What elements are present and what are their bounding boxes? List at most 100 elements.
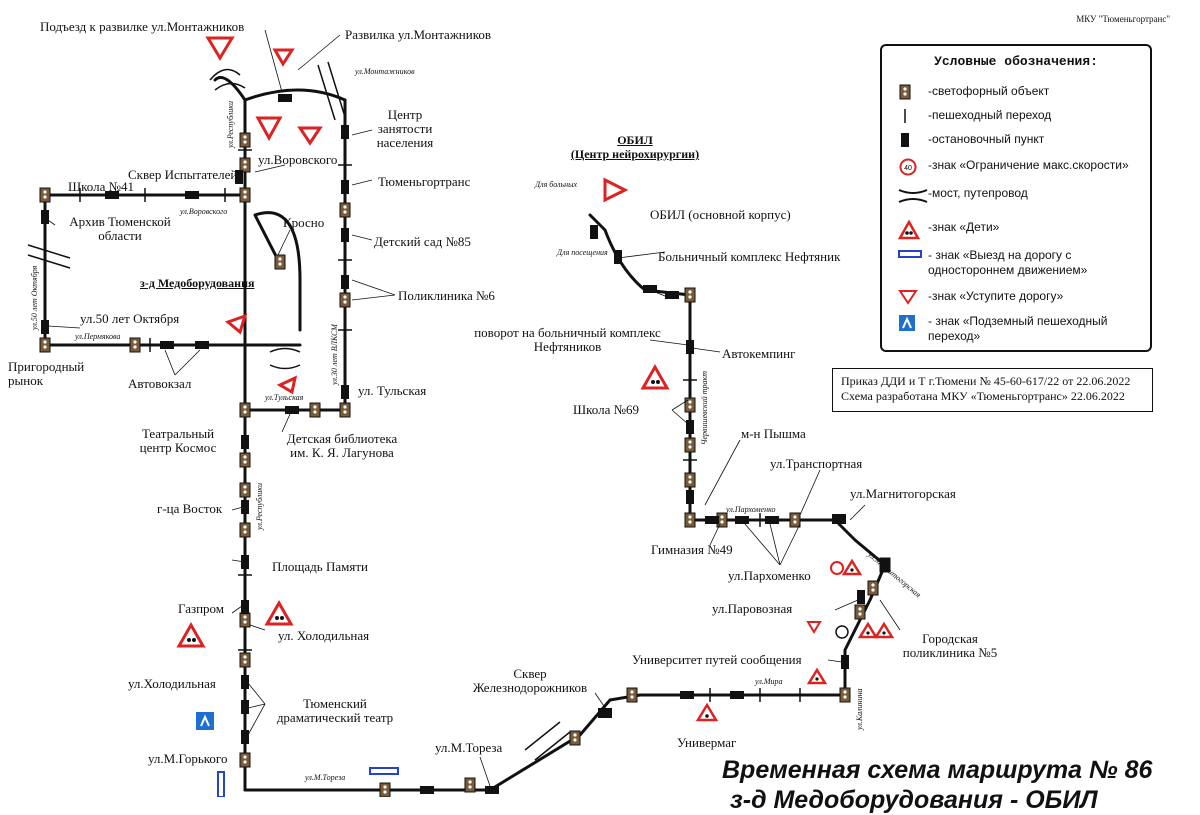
page-title: Временная схема маршрута № 86 (722, 756, 1153, 784)
bus-stop-icon (686, 490, 694, 504)
give-way-sign-icon (898, 290, 918, 305)
label-toreza: ул.М.Тореза (435, 740, 503, 755)
label-podezd: Подъезд к развилке ул.Монтажников (40, 19, 245, 34)
bus-stop-icon (185, 191, 199, 199)
traffic-light-icon (309, 402, 321, 418)
legend-row: -мост, путепровод (898, 186, 1028, 208)
bridge-icon (209, 68, 246, 91)
svg-text:40: 40 (904, 165, 912, 172)
bus-stop-icon (841, 655, 849, 669)
traffic-light-icon (39, 187, 51, 203)
label-poliklinika6: Поликлиника №6 (398, 288, 495, 303)
children-sign-icon (806, 667, 828, 685)
traffic-light-icon (129, 337, 141, 353)
traffic-light-icon (239, 522, 251, 538)
traffic-light-icon (684, 512, 696, 528)
street-respubliki-2: ул.Республики (255, 482, 264, 530)
traffic-light-icon (839, 687, 851, 703)
give-way-sign-icon (276, 375, 298, 395)
bus-stop-icon (598, 708, 612, 718)
give-way-sign-icon (255, 116, 283, 142)
bus-stop-icon (285, 406, 299, 414)
bus-stop-icon (832, 514, 846, 524)
legend-row: 40 -знак «Ограничение макс.скорости» (898, 158, 1129, 180)
bus-stop-icon (195, 341, 209, 349)
road-toreza-mira (243, 693, 847, 792)
label-dlya-bol: Для больных (535, 180, 578, 189)
label-ploshad: Площадь Памяти (272, 559, 368, 574)
label-holodilnaya-2: ул.Холодильная (128, 676, 216, 691)
traffic-light-icon (339, 402, 351, 418)
street-vlksm: ул.30 лет ВЛКСМ (330, 324, 339, 385)
give-way-sign-icon (225, 313, 248, 335)
one-way-exit-sign-icon (369, 767, 399, 775)
one-way-signs (217, 767, 399, 797)
label-detsad: Детский сад №85 (374, 234, 471, 249)
label-gimnaziya: Гимназия №49 (651, 542, 733, 557)
legend-title: Условные обозначения: (934, 54, 1098, 69)
bus-stop-icon (735, 516, 749, 524)
traffic-light-icon (239, 612, 251, 628)
label-razvilka: Развилка ул.Монтажников (345, 27, 492, 42)
give-way-sign-icon (603, 177, 629, 203)
give-way-sign-icon (297, 126, 323, 146)
traffic-light-icon (684, 472, 696, 488)
traffic-light-icon (569, 730, 581, 746)
agency-label: МКУ "Тюменьгортранс" (1076, 14, 1170, 24)
traffic-light-icon (239, 132, 251, 148)
bus-stop-icon (643, 285, 657, 293)
label-pyshma: м-н Пышма (741, 426, 806, 441)
bus-stop-icon (857, 590, 865, 604)
children-sign-icon (897, 219, 921, 240)
label-parovoznaya: ул.Паровозная (712, 601, 793, 616)
order-box: Приказ ДДИ и Т г.Тюмени № 45-60-617/22 о… (832, 368, 1153, 412)
bus-stop-icon (105, 191, 119, 199)
label-magnitogorskaya: ул.Магнитогорская (850, 486, 956, 501)
street-parhomenko: ул.Пархоменко (726, 505, 776, 514)
label-avtovokzal: Автовокзал (128, 376, 192, 391)
bus-stop-icon (241, 700, 249, 714)
street-montazhnikov: ул.Монтажников (355, 67, 415, 76)
traffic-light-icon (339, 202, 351, 218)
legend-row: -остановочный пункт (898, 132, 1044, 152)
street-respubliki: ул.Республики (226, 100, 235, 148)
bus-stop-icon (41, 320, 49, 334)
give-way-sign-icon (806, 621, 822, 634)
traffic-light-icon (239, 402, 251, 418)
bus-stop-icon (730, 691, 744, 699)
traffic-light-icon (239, 652, 251, 668)
one-way-exit-sign-icon (217, 771, 225, 797)
bridge-icon (898, 189, 928, 203)
give-way-sign-icon (272, 48, 295, 67)
order-line-1: Приказ ДДИ и Т г.Тюмени № 45-60-617/22 о… (841, 374, 1131, 388)
traffic-light-icon (899, 84, 911, 100)
label-vorovskogo: ул.Воровского (258, 152, 338, 167)
bus-stop-icon (241, 730, 249, 744)
legend-row: -знак «Уступите дорогу» (898, 289, 1063, 309)
label-holodilnaya-1: ул. Холодильная (278, 628, 370, 643)
underpass-sign-icon (196, 712, 214, 730)
street-mira: ул.Мира (755, 677, 783, 686)
bus-stop-icon (485, 786, 499, 794)
speed-limit-sign-icon: 40 (899, 158, 917, 176)
label-universitet: Университет путей сообщения (632, 652, 802, 667)
bus-stop-icon (235, 170, 243, 184)
road-podezd (213, 76, 247, 102)
bus-stop-icon (680, 691, 694, 699)
label-dlya-poseshch: Для посещения (557, 248, 608, 257)
bus-stop-icon (705, 516, 719, 524)
bus-stop-icon (341, 385, 349, 399)
label-shkola41: Школа №41 (68, 179, 135, 194)
street-vorovskogo: ул.Воровского (180, 207, 228, 216)
bus-stop-icon (341, 228, 349, 242)
bus-stop-icon (686, 420, 694, 434)
pedestrian-crossing-icon (904, 109, 906, 123)
traffic-light-icon (239, 157, 251, 173)
label-obil-main: ОБИЛ (основной корпус) (650, 207, 791, 222)
label-parhomenko: ул.Пархоменко (728, 568, 811, 583)
traffic-light-icon (239, 187, 251, 203)
